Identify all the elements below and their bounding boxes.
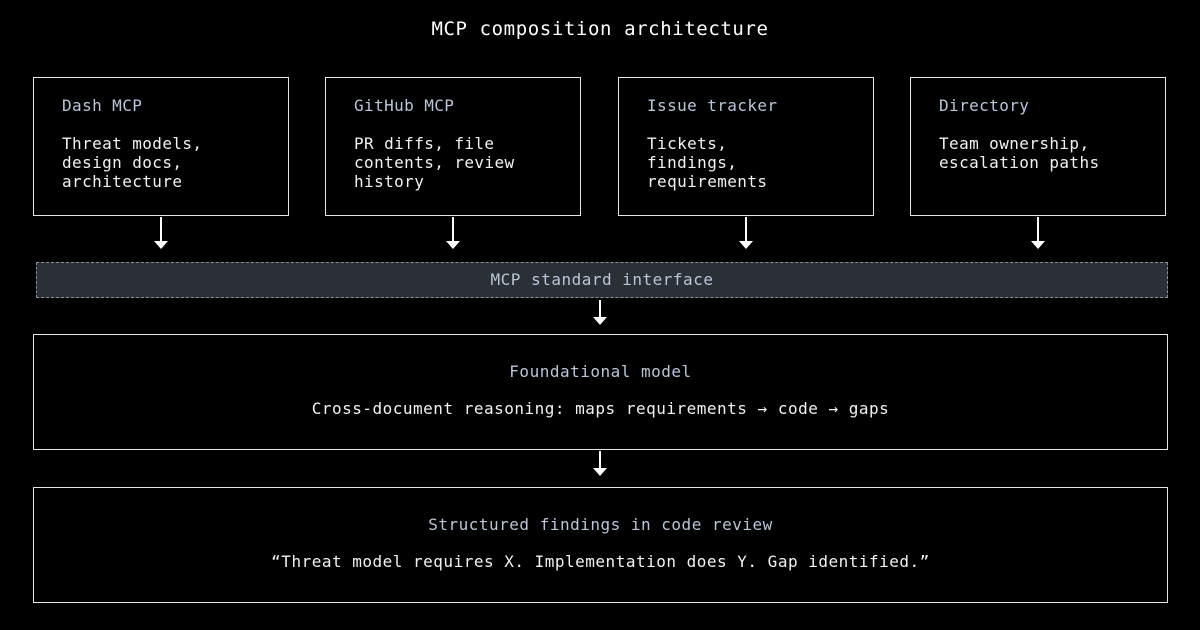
source-desc-line: findings,	[647, 153, 738, 172]
source-desc-line: requirements	[647, 172, 768, 191]
source-desc-line: Threat models,	[62, 134, 203, 153]
model-description: Cross-document reasoning: maps requireme…	[311, 399, 890, 418]
source-box-dash-mcp: Dash MCP Threat models, design docs, arc…	[33, 77, 289, 216]
source-description: Threat models, design docs, architecture	[62, 134, 288, 191]
source-box-issue-tracker: Issue tracker Tickets, findings, require…	[618, 77, 874, 216]
arrow-down-icon	[446, 217, 460, 250]
source-desc-line: architecture	[62, 172, 183, 191]
source-desc-line: Tickets,	[647, 134, 728, 153]
arrow-down-icon	[1031, 217, 1045, 250]
source-desc-line: design docs,	[62, 153, 183, 172]
source-title: Issue tracker	[647, 96, 778, 115]
model-title: Foundational model	[509, 362, 692, 381]
arrow-down-icon	[593, 300, 607, 326]
arrow-down-icon	[154, 217, 168, 250]
arrow-down-icon	[593, 451, 607, 477]
findings-quote: “Threat model requires X. Implementation…	[271, 552, 930, 571]
source-description: Team ownership, escalation paths	[939, 134, 1165, 172]
source-title: Dash MCP	[62, 96, 143, 115]
source-desc-line: Team ownership,	[939, 134, 1090, 153]
source-box-directory: Directory Team ownership, escalation pat…	[910, 77, 1166, 216]
source-desc-line: contents, review	[354, 153, 515, 172]
diagram-title: MCP composition architecture	[431, 18, 769, 40]
source-title: GitHub MCP	[354, 96, 455, 115]
source-desc-line: history	[354, 172, 425, 191]
source-desc-line: PR diffs, file	[354, 134, 495, 153]
findings-title: Structured findings in code review	[428, 515, 773, 534]
source-desc-line: escalation paths	[939, 153, 1100, 172]
mcp-standard-interface: MCP standard interface	[36, 262, 1168, 298]
source-description: PR diffs, file contents, review history	[354, 134, 580, 191]
structured-findings-box: Structured findings in code review “Thre…	[33, 487, 1168, 603]
source-title: Directory	[939, 96, 1030, 115]
source-box-github-mcp: GitHub MCP PR diffs, file contents, revi…	[325, 77, 581, 216]
foundational-model-box: Foundational model Cross-document reason…	[33, 334, 1168, 450]
source-description: Tickets, findings, requirements	[647, 134, 873, 191]
arrow-down-icon	[739, 217, 753, 250]
